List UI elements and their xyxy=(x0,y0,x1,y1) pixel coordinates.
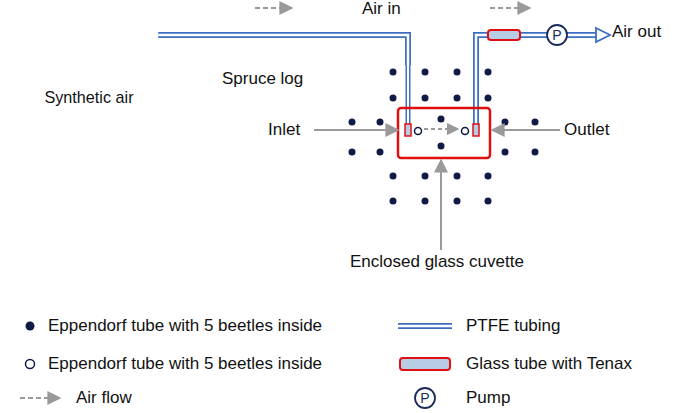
circle-outline xyxy=(3,0,175,172)
beetle-tube xyxy=(349,149,356,156)
tenax-tube xyxy=(473,124,479,136)
beetle-tube xyxy=(390,198,397,205)
beetle-tube xyxy=(454,69,461,76)
ptfe-tubing xyxy=(158,35,408,65)
beetle-tube xyxy=(377,149,384,156)
pump-symbol xyxy=(547,25,567,45)
pump-letter: P xyxy=(420,390,429,406)
beetle-tube xyxy=(454,95,461,102)
part-label: Outlet xyxy=(564,120,609,140)
node-label: Synthetic air xyxy=(3,86,175,108)
beetle-tube xyxy=(454,198,461,205)
legend-text: Pump xyxy=(466,388,510,408)
legend-pump xyxy=(415,388,435,408)
beetle-tube xyxy=(390,95,397,102)
log-outline xyxy=(210,65,675,235)
beetle-tube xyxy=(390,173,397,180)
spruce-log: Spruce log xyxy=(210,65,675,235)
beetle-tube xyxy=(485,69,492,76)
beetle-tube xyxy=(485,95,492,102)
hollow-tube xyxy=(462,128,469,135)
beetle-tube xyxy=(502,119,509,126)
beetle-tube xyxy=(532,119,539,126)
beetle-tube xyxy=(422,95,429,102)
beetle-tube xyxy=(438,143,445,150)
glass-cuvette xyxy=(398,108,490,158)
legend-text: Glass tube with Tenax xyxy=(466,354,632,374)
part-label: Enclosed glass cuvette xyxy=(350,252,524,272)
node-label: Spruce log xyxy=(222,68,303,90)
legend-text: PTFE tubing xyxy=(466,316,561,336)
leader-arrow xyxy=(314,129,398,131)
flow-label: Air in xyxy=(362,0,401,19)
legend-airflow xyxy=(20,397,60,399)
beetle-tube xyxy=(532,149,539,156)
part-label: Inlet xyxy=(268,120,300,140)
leader-arrow xyxy=(492,129,560,131)
hollow-tube xyxy=(415,128,422,135)
legend-text: Air flow xyxy=(76,388,132,408)
ptfe-tubing xyxy=(476,28,610,126)
legend-text: Eppendorf tube with 5 beetles inside xyxy=(48,354,322,374)
tenax-tube xyxy=(405,124,411,136)
beetle-tube xyxy=(422,198,429,205)
beetle-tube xyxy=(422,69,429,76)
beetle-tube xyxy=(390,69,397,76)
air-reservoir: Synthetic air xyxy=(3,0,175,172)
flow-label: Air out xyxy=(612,22,661,42)
legend-dot xyxy=(26,322,35,331)
legend-tenax xyxy=(400,358,450,370)
airflow-arrow xyxy=(424,128,458,130)
leader-arrow xyxy=(440,160,442,250)
beetle-tubes xyxy=(349,69,539,205)
legend-hollow-dot xyxy=(26,360,35,369)
tenax-tube xyxy=(488,30,520,40)
beetle-tube xyxy=(454,173,461,180)
beetle-tube xyxy=(485,173,492,180)
ptfe-tubing xyxy=(408,65,409,126)
legend-tubing xyxy=(398,326,452,327)
beetle-tube xyxy=(485,198,492,205)
beetle-tube xyxy=(349,119,356,126)
beetle-tube xyxy=(377,119,384,126)
beetle-tube xyxy=(422,173,429,180)
legend-text: Eppendorf tube with 5 beetles inside xyxy=(48,316,322,336)
pump-letter: P xyxy=(552,27,561,43)
beetle-tube xyxy=(438,116,445,123)
airflow-arrow xyxy=(255,7,292,9)
airflow-arrow xyxy=(490,7,530,9)
beetle-tube xyxy=(502,149,509,156)
